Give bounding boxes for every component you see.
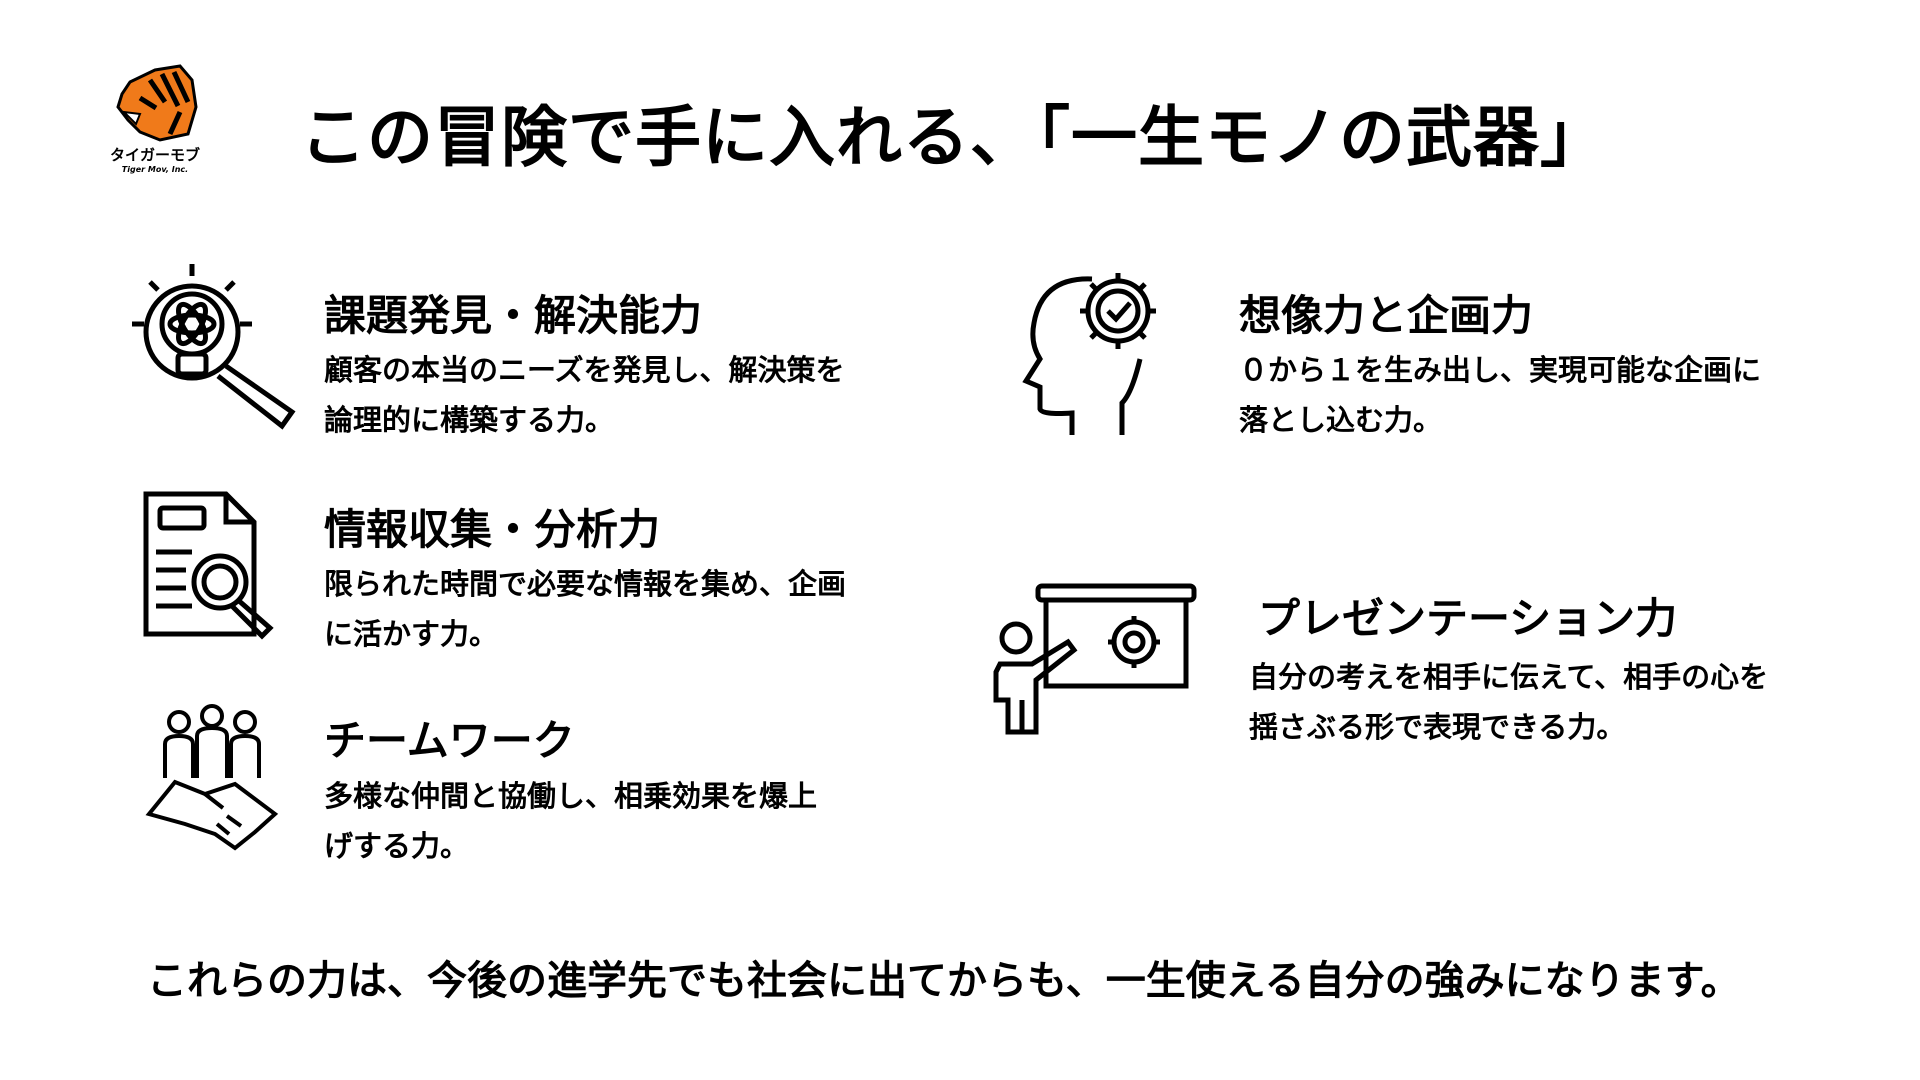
skill-description-line: 自分の考えを相手に伝えて、相手の心を — [1249, 660, 1769, 694]
logo-name-jp: タイガーモブ — [109, 146, 200, 164]
skill-description-line: 揺さぶる形で表現できる力。 — [1249, 710, 1626, 744]
skill-description-line: 落とし込む力。 — [1239, 403, 1443, 437]
skill-description-line: 多様な仲間と協働し、相乗効果を爆上 — [324, 779, 818, 813]
skill-heading: 情報収集・分析力 — [324, 505, 661, 554]
skill-description: 自分の考えを相手に伝えて、相手の心を 揺さぶる形で表現できる力。 — [1249, 652, 1768, 752]
skill-description: 多様な仲間と協働し、相乗効果を爆上 げする力。 — [324, 771, 817, 871]
skill-description: 限られた時間で必要な情報を集め、企画 に活かす力。 — [324, 559, 846, 659]
company-logo: タイガーモブ Tiger Mov, Inc. — [105, 62, 205, 182]
skill-description-line: 顧客の本当のニーズを発見し、解決策を — [324, 353, 845, 387]
skill-description-line: げする力。 — [324, 829, 470, 863]
skill-description: ０から１を生み出し、実現可能な企画に 落とし込む力。 — [1239, 345, 1761, 445]
team-handshake-icon — [145, 704, 280, 854]
skill-heading: 課題発見・解決能力 — [324, 291, 703, 340]
presentation-board-icon — [986, 582, 1201, 737]
tiger-logo-icon — [116, 64, 198, 142]
footer-summary: これらの力は、今後の進学先でも社会に出てからも、一生使える自分の強みになります。 — [147, 958, 1741, 1004]
document-search-icon — [142, 490, 282, 640]
skill-description-line: 論理的に構築する力。 — [324, 403, 615, 437]
skill-description: 顧客の本当のニーズを発見し、解決策を 論理的に構築する力。 — [324, 345, 845, 445]
skill-description-line: 限られた時間で必要な情報を集め、企画 — [324, 567, 847, 601]
page-title: この冒険で手に入れる、「一生モノの武器」 — [300, 99, 1607, 176]
skill-heading: プレゼンテーション力 — [1258, 594, 1678, 643]
skill-heading: 想像力と企画力 — [1239, 291, 1534, 340]
lightbulb-magnifier-icon — [130, 262, 305, 442]
skill-heading: チームワーク — [324, 716, 575, 765]
logo-name-en: Tiger Mov, Inc. — [121, 165, 189, 174]
skill-description-line: に活かす力。 — [324, 617, 499, 651]
skill-description-line: ０から１を生み出し、実現可能な企画に — [1239, 353, 1762, 387]
head-gear-icon — [1022, 263, 1167, 438]
